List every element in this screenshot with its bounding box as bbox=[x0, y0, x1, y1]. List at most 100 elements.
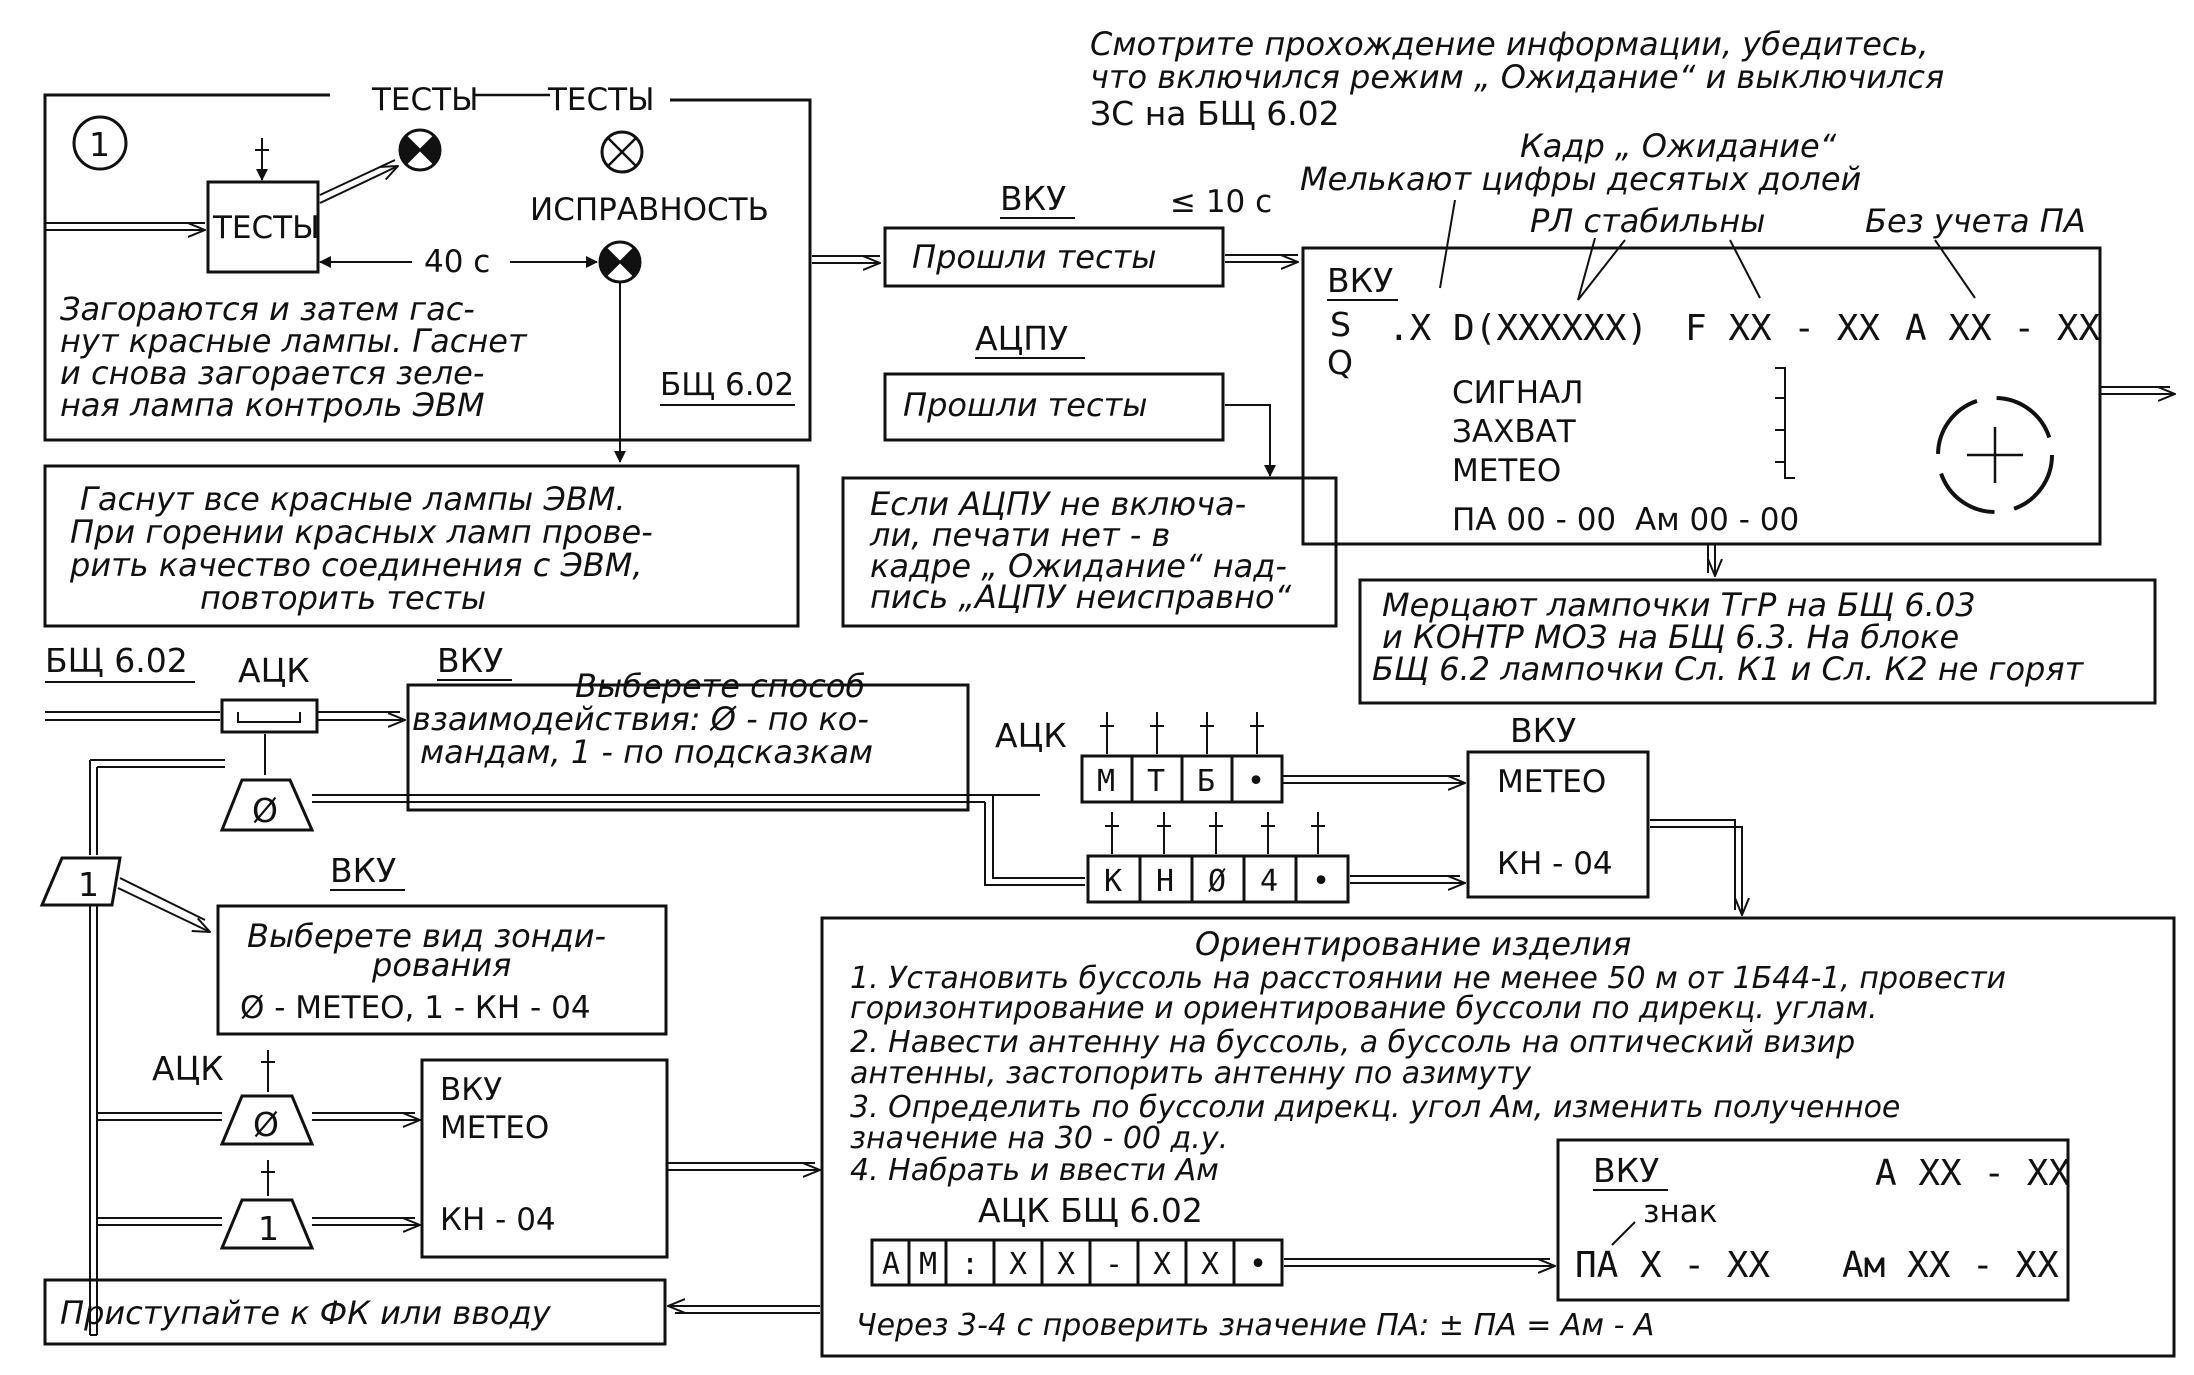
orientation-am-value: Ам ХХ - ХХ bbox=[1842, 1245, 2059, 1286]
lamp-indicator-icon bbox=[398, 128, 442, 172]
key-press-arrow-icon bbox=[1105, 812, 1325, 854]
frame-meteo: МЕТЕО bbox=[1452, 453, 1561, 489]
sounding-note-2: рования bbox=[371, 946, 511, 984]
key-press-arrow-icon bbox=[1100, 712, 1264, 754]
red-lamps-line-3: рить качество соединения с ЭВМ, bbox=[69, 546, 643, 584]
frame-signal: СИГНАЛ bbox=[1452, 375, 1584, 411]
interaction-section: БЩ 6.02 АЦК ВКУ Выберете способ взаимоде… bbox=[39, 641, 1040, 1335]
interaction-key0: Ø bbox=[252, 791, 278, 830]
tests-to-lamp1-b bbox=[319, 166, 398, 204]
select-kn: КН - 04 bbox=[440, 1202, 556, 1238]
frame-pa: ПА 00 - 00 bbox=[1452, 502, 1616, 538]
key-dash-label: - bbox=[1105, 1247, 1123, 1282]
orientation-section: Ориентирование изделия 1. Установить бус… bbox=[820, 916, 2176, 1358]
atspu-tests-text: Прошли тесты bbox=[903, 386, 1147, 424]
orientation-line-6: значение на 30 - 00 д.у. bbox=[850, 1121, 1228, 1156]
interaction-note-1: Выберете способ bbox=[575, 667, 865, 705]
mode-kn: КН - 04 bbox=[1497, 846, 1613, 882]
mode-atsk: АЦК bbox=[995, 716, 1067, 755]
frame-am: Ам 00 - 00 bbox=[1635, 502, 1799, 538]
key-dot2-label: • bbox=[1312, 864, 1330, 899]
vku-to-orient-a bbox=[1650, 819, 1736, 910]
orientation-vku: ВКУ bbox=[1593, 1151, 1659, 1190]
select-meteo: МЕТЕО bbox=[440, 1110, 549, 1146]
interaction-switch-inner bbox=[237, 712, 301, 723]
select-key0: Ø bbox=[253, 1105, 279, 1144]
sounding-options: Ø - МЕТЕО, 1 - КН - 04 bbox=[240, 990, 591, 1026]
tests-block bbox=[206, 180, 320, 274]
vku-tests-text: Прошли тесты bbox=[912, 238, 1156, 276]
red-lamps-line-4: повторить тесты bbox=[200, 579, 486, 617]
atspu-note-1: Если АЦПУ не включа- bbox=[870, 485, 1246, 523]
sign-pointer bbox=[1611, 1221, 1636, 1246]
atspu-note-3: кадре „ Ожидание“ над- bbox=[870, 547, 1287, 585]
key1-to-sounding-b bbox=[117, 887, 210, 932]
lamp3-label: ИСПРАВНОСТЬ bbox=[530, 192, 769, 228]
interaction-note-box bbox=[406, 683, 970, 812]
mode-vku: ВКУ bbox=[1510, 711, 1576, 750]
select-key1: 1 bbox=[258, 1209, 279, 1248]
key-x3-label: Х bbox=[1153, 1247, 1171, 1282]
key-x2-label: Х bbox=[1057, 1247, 1075, 1282]
header-line-3: ЗС на БЩ 6.02 bbox=[1090, 94, 1340, 133]
lamp1-label: ТЕСТЫ bbox=[371, 82, 478, 118]
am-key-row: А М : Х Х - Х Х • bbox=[870, 1238, 1284, 1287]
key-n-label: Н bbox=[1156, 864, 1174, 899]
header-note: Смотрите прохождение информации, убедите… bbox=[1090, 25, 1944, 133]
key-t-label: Т bbox=[1147, 764, 1165, 799]
key-b-label: Б bbox=[1197, 764, 1215, 799]
step1-section: 1 ТЕСТЫ ТЕСТЫ ТЕСТЫ ИСПРАВНОСТЬ bbox=[43, 82, 812, 463]
atspu-to-note-arrow bbox=[1225, 404, 1276, 477]
vku-tests-section: ВКУ ≤ 10 с Прошли тесты АЦПУ Прошли тест… bbox=[812, 179, 1298, 477]
sounding-box bbox=[216, 904, 668, 1036]
mode-keys-section: АЦК М Т Б • К Н Ø 4 • bbox=[984, 711, 1742, 915]
lamp-off-icon bbox=[600, 130, 644, 174]
key-dot3 bbox=[1232, 1238, 1284, 1287]
vku-tests-label: ВКУ bbox=[1000, 179, 1066, 218]
lamp2-label: ТЕСТЫ bbox=[547, 82, 654, 118]
orientation-line-1: 1. Установить буссоль на расстоянии не м… bbox=[850, 961, 2006, 996]
atspu-note-4: пись „АЦПУ неисправно“ bbox=[870, 578, 1292, 616]
red-lamps-note: Гаснут все красные лампы ЭВМ. При горени… bbox=[43, 464, 800, 628]
key-x1-label: Х bbox=[1009, 1247, 1027, 1282]
step1-note-3: и снова загорается зеле- bbox=[60, 354, 484, 392]
flicker-note-box bbox=[1358, 578, 2157, 705]
interaction-vku: ВКУ bbox=[437, 641, 503, 680]
key-four-label: 4 bbox=[1260, 864, 1278, 899]
waiting-frame-section: Кадр „ Ожидание“ Мелькают цифры десятых … bbox=[1300, 127, 2175, 576]
frame-title: Кадр „ Ожидание“ bbox=[1520, 127, 1837, 165]
atspu-note-box bbox=[841, 476, 1338, 628]
key-colon-label: : bbox=[961, 1247, 979, 1282]
orientation-vku-box bbox=[1556, 1138, 2070, 1302]
orientation-title: Ориентирование изделия bbox=[1195, 925, 1631, 963]
tests-block-label: ТЕСТЫ bbox=[212, 210, 319, 246]
proceed-box bbox=[43, 1278, 667, 1346]
sounding-vku: ВКУ bbox=[330, 851, 396, 890]
proceed-text: Приступайте к ФК или вводу bbox=[60, 1294, 552, 1332]
interaction-note-2: взаимодействия: Ø - по ко- bbox=[412, 700, 869, 738]
key-row-kn04: К Н Ø 4 • bbox=[1086, 812, 1350, 904]
step1-note-4: ная лампа контроль ЭВМ bbox=[60, 386, 485, 424]
step1-frame bbox=[43, 93, 812, 442]
header-line-1: Смотрите прохождение информации, убедите… bbox=[1090, 25, 1929, 63]
orientation-sign: знак bbox=[1643, 1194, 1717, 1230]
select-atsk: АЦК bbox=[152, 1049, 224, 1088]
step1-panel: БЩ 6.02 bbox=[660, 367, 794, 403]
orientation-keys-label: АЦК БЩ 6.02 bbox=[978, 1191, 1203, 1230]
flicker-line-3: БЩ 6.2 лампочки Сл. К1 и Сл. К2 не горят bbox=[1372, 650, 2085, 688]
frame-s: S bbox=[1330, 305, 1351, 344]
select-section: АЦК Ø 1 ВКУ МЕТЕО КН - 04 bbox=[97, 1049, 820, 1259]
interaction-panel: БЩ 6.02 bbox=[45, 641, 188, 680]
frame-annotation-no-pa: Без учета ПА bbox=[1865, 202, 2086, 240]
frame-q: Q bbox=[1327, 343, 1353, 382]
orientation-line-5: 3. Определить по буссоли дирекц. угол Ам… bbox=[850, 1090, 1900, 1125]
atspu-note-2: ли, печати нет - в bbox=[869, 516, 1170, 554]
orientation-a-value: А ХХ - ХХ bbox=[1875, 1153, 2070, 1194]
atspu-note: Если АЦПУ не включа- ли, печати нет - в … bbox=[841, 476, 1338, 628]
trapezoid-key-icon bbox=[219, 1198, 315, 1250]
frame-row-f: F ХХ - ХХ bbox=[1685, 308, 1880, 349]
key-dot-label: • bbox=[1247, 764, 1265, 799]
select-vku: ВКУ bbox=[440, 1072, 502, 1108]
orientation-line-2: горизонтирование и ориентирование буссол… bbox=[850, 991, 1878, 1026]
key-m2-label: М bbox=[919, 1247, 937, 1282]
